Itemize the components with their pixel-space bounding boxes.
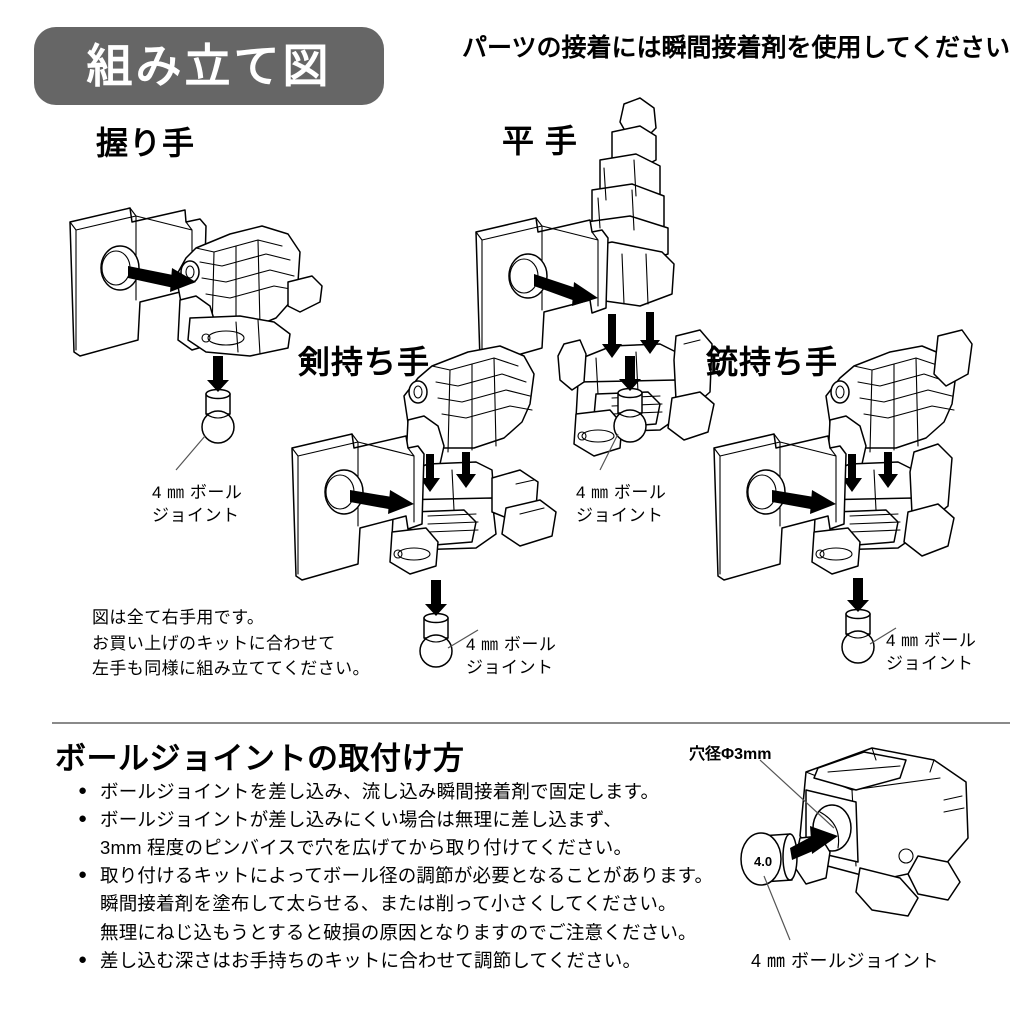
arrow-insert-hira [534,274,582,302]
callout-line-2: ジョイント [576,506,664,526]
arrow-down-hira-2 [640,312,660,354]
diagram-nigiri [69,207,323,471]
svg-text:4.0: 4.0 [754,854,772,869]
bullet-icon: ● [78,950,88,968]
leader-hole [759,759,835,829]
ball-joint-detail-part: 4.0 [740,832,798,886]
diagram-ken [291,345,557,668]
arrow-ball-ken [425,580,447,616]
arrow-insert-ken [350,490,398,510]
arrow-down-juu-2 [878,452,898,488]
arrow-ball-nigiri [207,356,229,392]
callout-line-2: ジョイント [466,658,554,678]
hand-label-hira: 平 手 [502,123,578,159]
callout-line-2: ジョイント [152,506,240,526]
wrist-bracket-ken [291,433,425,581]
callout-line-1: 4 ㎜ ボール [576,483,667,502]
page-title-badge: 組み立て図 [34,27,384,105]
instruction-bullet-list: ● ボールジョイントを差し込み、流し込み瞬間接着剤で固定します。 ● ボールジョ… [78,778,718,975]
hole-diameter-label: 穴径Φ3mm [689,746,772,763]
bullet-icon: ● [78,782,88,799]
arrow-ball-hira [619,356,641,391]
arrow-down-juu-1 [842,454,862,492]
leader-ball-bottom [763,875,791,941]
arrow-down-hira-1 [602,314,622,358]
list-item-text: ボールジョイントを差し込み、流し込み瞬間接着剤で固定します。 [100,781,660,802]
list-item-text: ボールジョイントが差し込みにくい場合は無理に差し込まず、 [100,809,622,831]
list-item: ● 差し込む深さはお手持ちのキットに合わせて調節してください。 [78,947,718,975]
callout-line-1: 4 ㎜ ボール [152,483,243,502]
callout-line-2: ジョイント [886,654,974,674]
list-item-continuation: 瞬間接着剤を塗布して太らせる、または削って小さくしてください。 [100,893,677,915]
callout-ball-joint-nigiri: 4 ㎜ ボール ジョイント [152,481,242,528]
note-line-3: 左手も同様に組み立ててください。 [92,659,370,678]
page-title: 組み立て図 [86,40,332,92]
diagram-juu [713,329,973,664]
arrow-insert-nigiri [128,266,178,288]
finger-unit-juu [825,329,973,471]
right-hand-note: 図は全て右手用です。 お買い上げのキットに合わせて 左手も同様に組み立ててくださ… [92,605,370,682]
note-line-2: お買い上げのキットに合わせて [92,633,336,653]
ball-joint-detail-label: 4 ㎜ ボールジョイント [751,951,940,971]
arrow-down-ken-1 [420,454,440,492]
list-item-text: 差し込む深さはお手持ちのキットに合わせて調節してください。 [100,949,642,971]
list-item: ● ボールジョイントを差し込み、流し込み瞬間接着剤で固定します。 [78,778,718,806]
list-item-continuation: 3mm 程度のピンバイスで穴を広げてから取り付けてください。 [100,837,633,859]
list-item: ● ボールジョイントが差し込みにくい場合は無理に差し込まず、 [78,806,718,834]
wrist-bracket-juu [713,433,847,581]
bullet-icon: ● [78,866,88,884]
adhesive-note: パーツの接着には瞬間接着剤を使用してください [462,34,1011,62]
arrow-ball-juu [847,578,869,612]
callout-line-1: 4 ㎜ ボール [466,635,557,654]
list-item-continuation: 無理にねじ込もうとすると破損の原因となりますのでご注意ください。 [100,921,697,943]
note-line-1: 図は全て右手用です。 [92,608,265,627]
callout-line-1: 4 ㎜ ボール [886,631,977,650]
callout-ball-joint-juu: 4 ㎜ ボール ジョイント [886,629,976,676]
bullet-icon: ● [78,810,88,828]
list-item: ● 取り付けるキットによってボール径の調節が必要となることがあります。 [78,862,718,890]
ball-joint-nigiri [201,388,235,444]
fist-hand-nigiri [175,225,323,357]
arrow-insert-juu [772,490,820,510]
ball-joint-hira [613,387,647,443]
hand-label-nigiri: 握り手 [96,125,196,161]
ball-joint-juu [841,608,875,664]
leader-nigiri [175,435,206,471]
wrist-bracket-hira [475,217,609,365]
section-title-ball-joint: ボールジョイントの取付け方 [55,741,465,776]
leader-juu [869,627,897,645]
arrow-down-ken-2 [456,452,476,488]
ball-joint-ken [419,612,453,668]
hand-label-ken: 剣持ち手 [298,344,431,380]
leader-hira [599,433,619,471]
list-item-text: 取り付けるキットによってボール径の調節が必要となることがあります。 [100,865,714,887]
diagram-hira [475,97,715,471]
hand-label-juu: 銃持ち手 [706,344,839,380]
section-divider [52,722,1010,724]
callout-ball-joint-hira: 4 ㎜ ボール ジョイント [576,481,666,528]
diagram-ball-joint-detail: 4.0 [740,747,969,941]
leader-ken [447,629,479,649]
callout-ball-joint-ken: 4 ㎜ ボール ジョイント [466,633,556,680]
